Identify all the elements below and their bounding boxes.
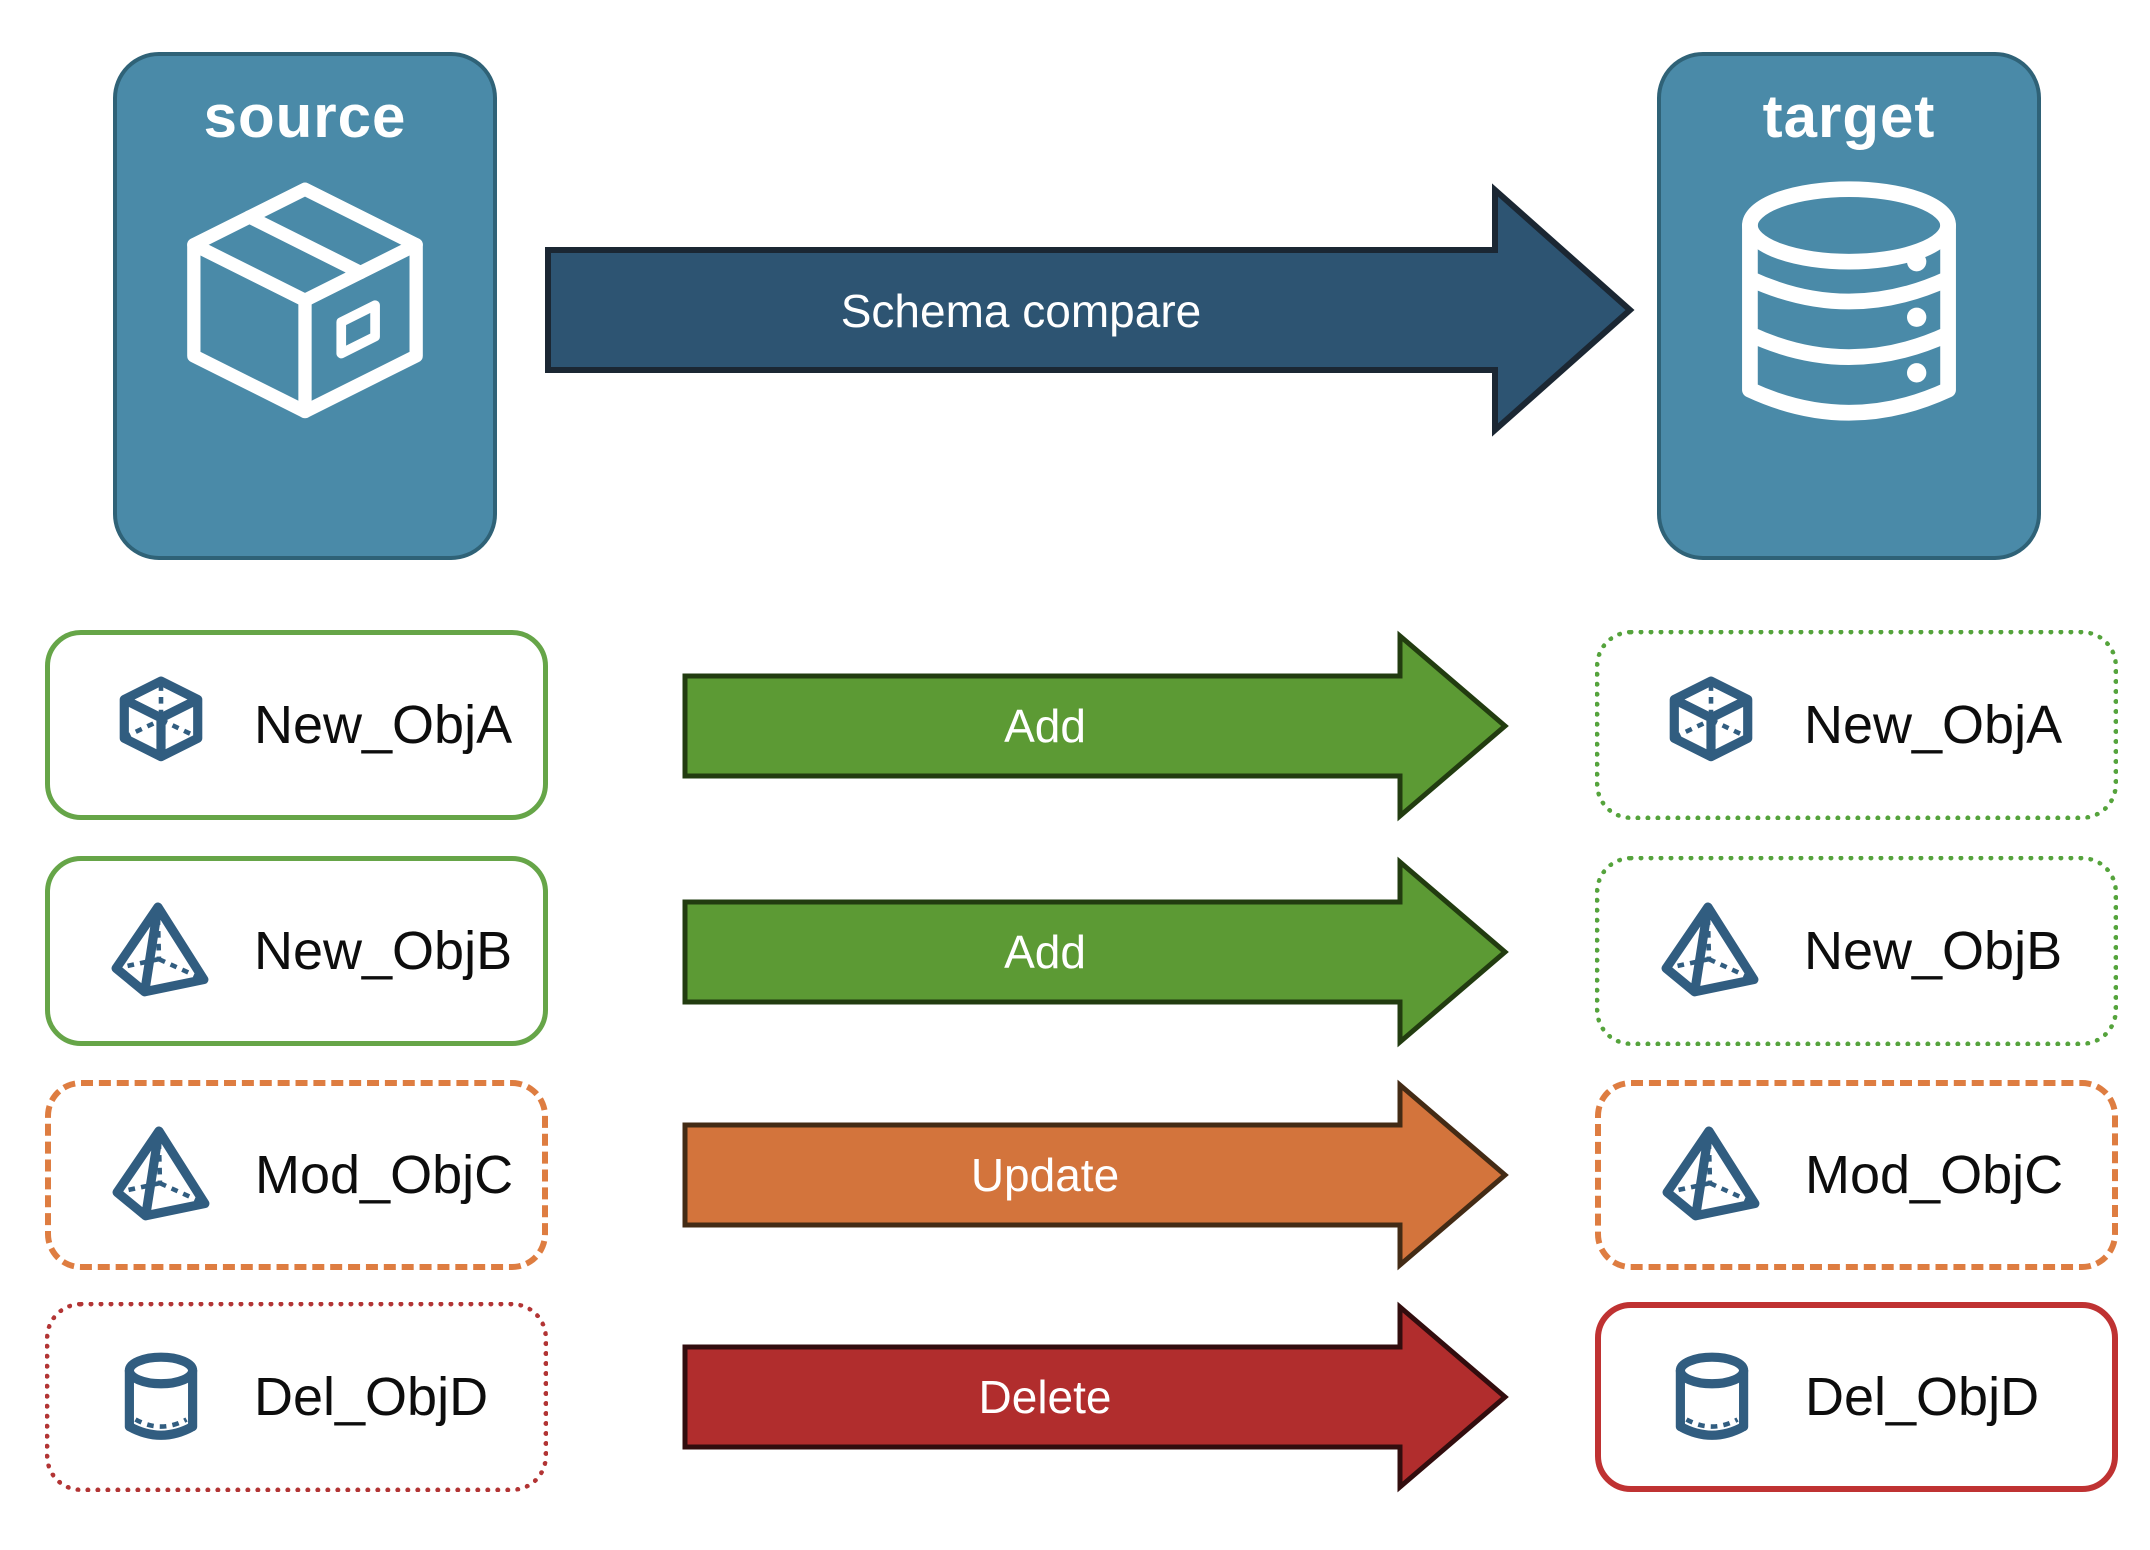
add-arrow-1: Add	[682, 630, 1509, 822]
delete-arrow-shape	[682, 1301, 1509, 1493]
item-label: New_ObjB	[254, 921, 513, 981]
item-label: Mod_ObjC	[255, 1145, 514, 1205]
cube-icon	[1660, 674, 1762, 776]
pyramid-icon	[1661, 1124, 1763, 1226]
add-arrow-2: Add	[682, 856, 1509, 1048]
add-arrow-2-shape	[682, 856, 1509, 1048]
target-card-title: target	[1762, 83, 1936, 150]
target-item-mod-objc: Mod_ObjC	[1595, 1080, 2118, 1270]
target-item-del-objd: Del_ObjD	[1595, 1302, 2118, 1492]
item-label: Del_ObjD	[254, 1367, 489, 1427]
delete-arrow: Delete	[682, 1301, 1509, 1493]
database-icon	[1742, 181, 1956, 421]
add-arrow-2-label: Add	[1004, 926, 1086, 978]
source-item-new-obja: New_ObjA	[45, 630, 548, 820]
source-item-new-objb: New_ObjB	[45, 856, 548, 1046]
update-arrow-shape	[682, 1079, 1509, 1271]
cylinder-icon	[110, 1346, 212, 1448]
source-card: source	[113, 52, 497, 560]
target-item-new-objb: New_ObjB	[1595, 856, 2118, 1046]
source-item-mod-objc: Mod_ObjC	[45, 1080, 548, 1270]
delete-arrow-label: Delete	[979, 1371, 1112, 1423]
item-label: Mod_ObjC	[1805, 1145, 2064, 1205]
schema-compare-arrow-shape	[545, 183, 1635, 437]
source-item-del-objd: Del_ObjD	[45, 1302, 548, 1492]
target-item-new-obja: New_ObjA	[1595, 630, 2118, 820]
pyramid-icon	[1660, 900, 1762, 1002]
schema-compare-label: Schema compare	[841, 285, 1202, 337]
pyramid-icon	[111, 1124, 213, 1226]
pyramid-icon	[110, 900, 212, 1002]
update-arrow: Update	[682, 1079, 1509, 1271]
item-label: New_ObjA	[254, 695, 513, 755]
update-arrow-label: Update	[971, 1149, 1119, 1201]
cylinder-icon	[1661, 1346, 1763, 1448]
cube-icon	[110, 674, 212, 776]
add-arrow-1-label: Add	[1004, 700, 1086, 752]
item-label: Del_ObjD	[1805, 1367, 2040, 1427]
source-card-title: source	[203, 83, 407, 150]
add-arrow-1-shape	[682, 630, 1509, 822]
schema-compare-arrow: Schema compare	[545, 183, 1635, 437]
target-card: target	[1657, 52, 2041, 560]
package-box-icon	[187, 182, 423, 419]
item-label: New_ObjB	[1804, 921, 2063, 981]
item-label: New_ObjA	[1804, 695, 2063, 755]
